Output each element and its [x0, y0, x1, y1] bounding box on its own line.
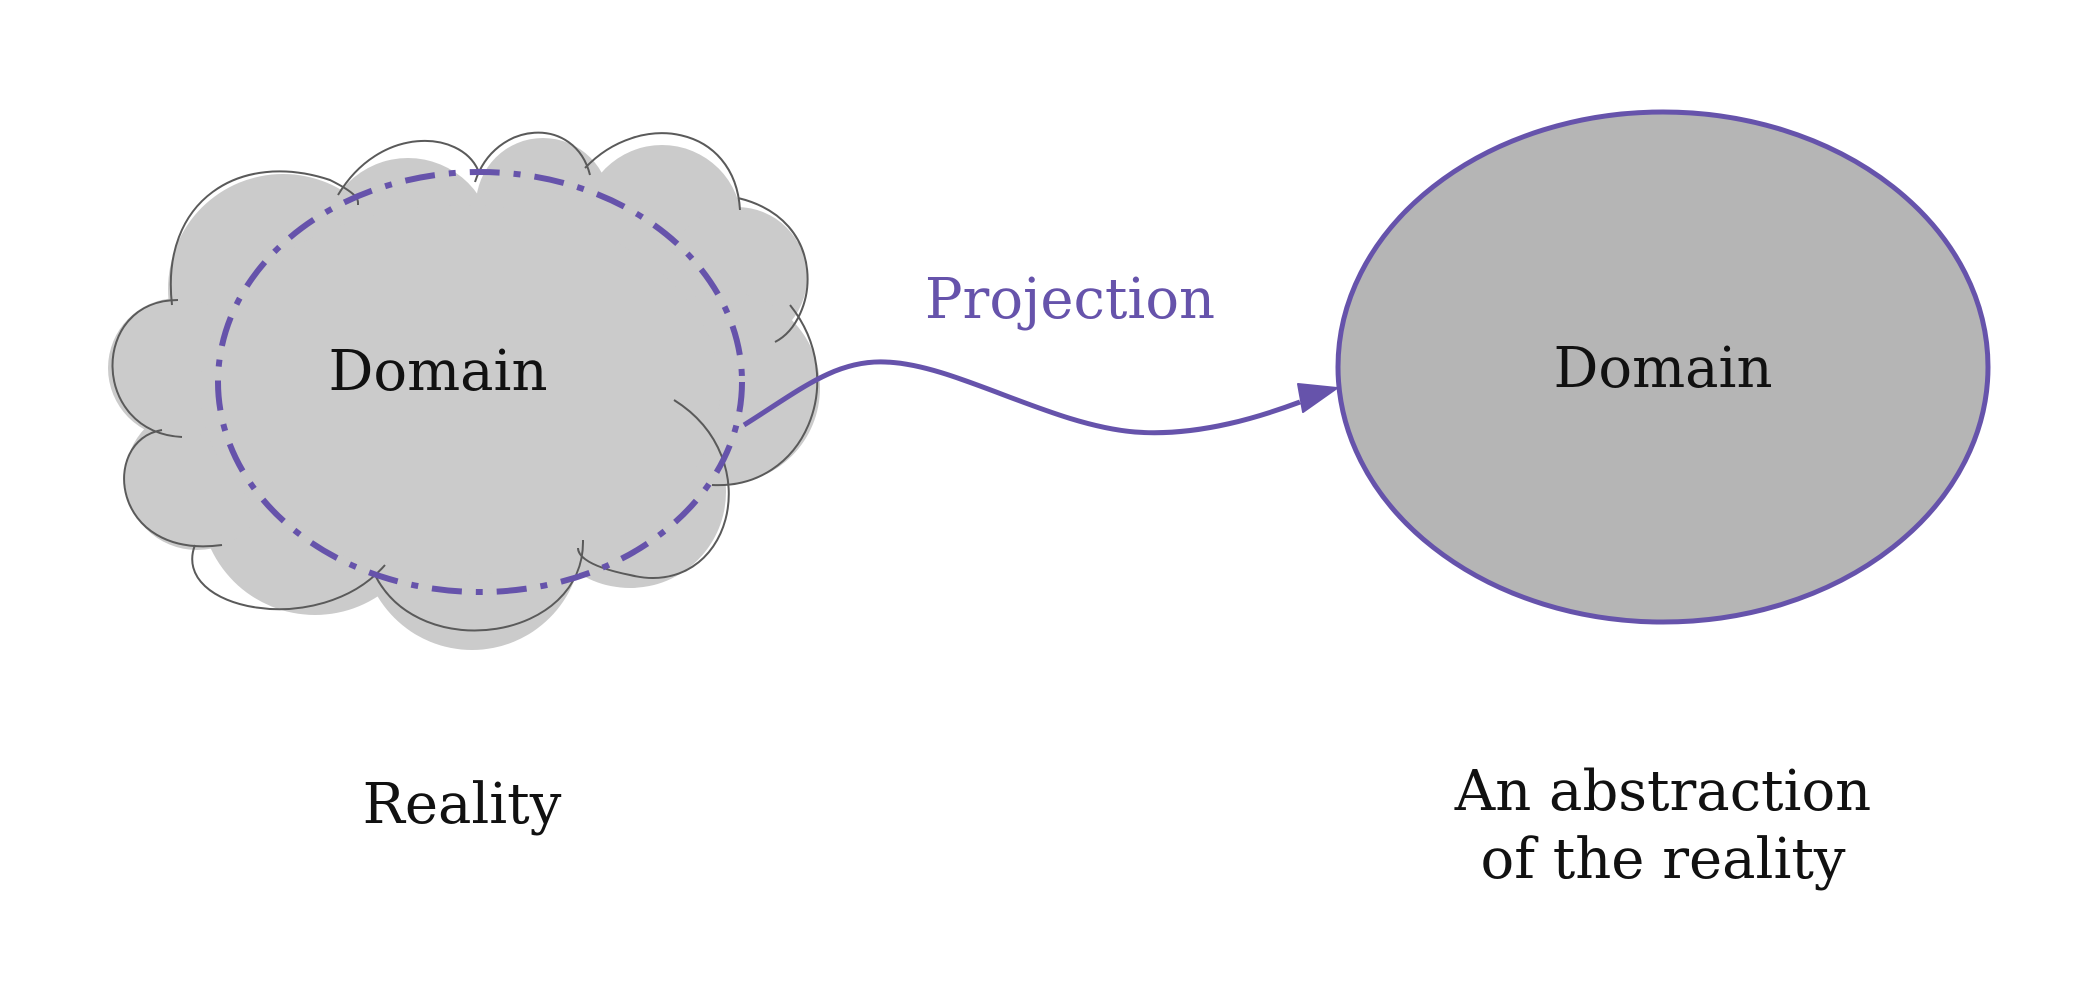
right-domain-label: Domain: [1553, 336, 1772, 401]
reality-cloud-shape: [108, 131, 820, 650]
left-domain-label: Domain: [328, 339, 547, 404]
abstraction-domain-ellipse: [1335, 109, 1991, 625]
projection-arrow: [742, 359, 1301, 436]
projection-arrowhead: [1297, 383, 1338, 413]
abstraction-caption-line-2: of the reality: [1480, 827, 1845, 892]
projection-label: Projection: [925, 267, 1215, 332]
reality-caption: Reality: [363, 772, 562, 837]
domain-boundary-dashdot-ellipse: [215, 169, 745, 595]
abstraction-caption-line-1: An abstraction: [1454, 759, 1872, 824]
